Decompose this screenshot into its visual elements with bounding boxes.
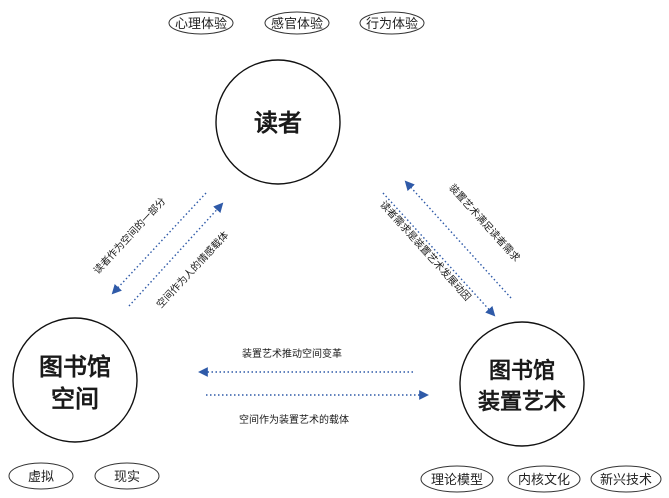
reader-tags: 心理体验 感官体验 行为体验 <box>168 11 425 35</box>
node-library-installation-art: 图书馆 装置艺术 <box>459 321 585 447</box>
art-tags: 理论模型 内核文化 新兴技术 <box>420 465 662 493</box>
tag-label: 新兴技术 <box>600 472 652 488</box>
node-reader: 读者 <box>215 59 341 185</box>
node-space-line1: 图书馆 <box>39 353 111 381</box>
space-tags: 虚拟 现实 <box>8 462 160 490</box>
tag-label: 现实 <box>114 470 140 485</box>
node-reader-label: 读者 <box>254 109 302 137</box>
arrow-space-to-reader <box>128 202 224 307</box>
node-art-line1: 图书馆 <box>489 358 555 384</box>
label-space-to-art: 空间作为装置艺术的载体 <box>239 413 349 426</box>
tag-virtual: 虚拟 <box>8 462 74 490</box>
label-art-to-reader: 装置艺术满足读者需求 <box>446 181 523 264</box>
label-reader-to-art: 读者需求是装置艺术发展动因 <box>377 198 474 303</box>
arrow-reader-to-art <box>382 192 496 317</box>
label-reader-to-space: 读者作为空间的一部分 <box>91 195 169 277</box>
label-art-to-space: 装置艺术推动空间变革 <box>242 347 342 360</box>
tag-label: 行为体验 <box>366 16 418 32</box>
tag-label: 心理体验 <box>175 16 227 32</box>
tag-label: 理论模型 <box>431 473 483 488</box>
tag-psychological-experience: 心理体验 <box>168 11 234 35</box>
label-space-to-reader: 空间作为人的情感载体 <box>154 229 232 311</box>
tag-label: 内核文化 <box>518 472 570 488</box>
tag-theoretical-model: 理论模型 <box>420 465 494 493</box>
tag-core-culture: 内核文化 <box>507 465 581 493</box>
node-space-line2: 空间 <box>51 385 99 413</box>
node-art-line2: 装置艺术 <box>478 389 566 415</box>
node-library-space: 图书馆 空间 <box>12 317 138 443</box>
tag-reality: 现实 <box>94 462 160 490</box>
tag-emerging-technology: 新兴技术 <box>590 465 662 493</box>
tag-label: 感官体验 <box>271 16 323 32</box>
tag-sensory-experience: 感官体验 <box>264 11 330 35</box>
arrow-reader-to-space <box>111 192 207 295</box>
tag-behavioral-experience: 行为体验 <box>359 11 425 35</box>
tag-label: 虚拟 <box>28 470 54 485</box>
